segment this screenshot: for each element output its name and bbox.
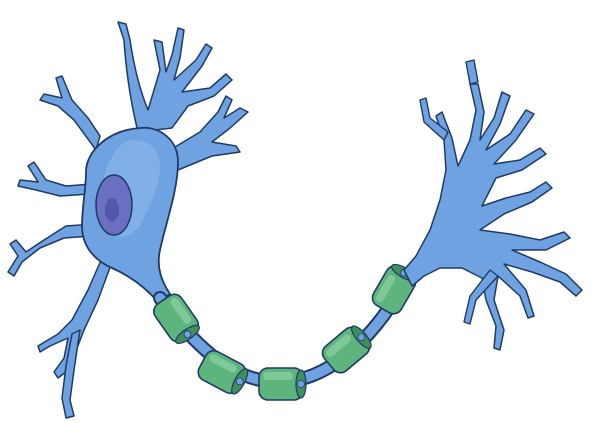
nucleus-icon [96,175,132,235]
axon-terminal-icon [404,60,582,350]
myelin-segment [259,368,306,400]
